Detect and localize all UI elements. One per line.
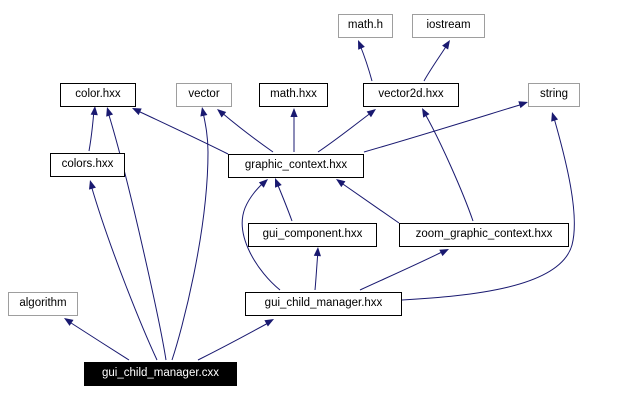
graph-node-iostream[interactable]: iostream: [412, 14, 485, 38]
graph-edge-gc-string: [363, 103, 524, 153]
graph-edge-arrowhead-icon: [439, 249, 449, 257]
graph-node-label: gui_child_manager.hxx: [264, 297, 383, 310]
graph-edge-arrowhead-icon: [64, 318, 74, 326]
graph-edge-cxx-gcm: [197, 321, 271, 361]
graph-edge-arrowhead-icon: [90, 106, 98, 116]
graph-edge-arrowhead-icon: [358, 40, 365, 50]
graph-edge-gcm-zoomgc: [359, 250, 445, 291]
graph-edge-cxx-vector: [171, 111, 209, 361]
graph-node-algorithm[interactable]: algorithm: [8, 292, 78, 316]
graph-edge-arrowhead-icon: [551, 112, 559, 122]
graph-node-label: colors.hxx: [61, 158, 114, 171]
graph-node-math_hxx[interactable]: math.hxx: [259, 83, 328, 107]
graph-node-label: math.hxx: [270, 88, 317, 101]
graph-node-vector2d_hxx[interactable]: vector2d.hxx: [363, 83, 459, 107]
graph-edge-arrowhead-icon: [89, 180, 96, 190]
graph-node-label: vector2d.hxx: [378, 88, 444, 101]
graph-edge-cxx-colors: [90, 184, 158, 361]
graph-node-label: algorithm: [19, 297, 67, 310]
graph-edge-colors-color: [88, 109, 95, 152]
graph-node-label: math.h: [347, 19, 384, 32]
graph-edge-arrowhead-icon: [275, 178, 282, 188]
graph-edge-gcm-gc: [241, 181, 281, 291]
graph-edge-arrowhead-icon: [217, 109, 227, 118]
graph-edge-arrowhead-icon: [336, 179, 346, 188]
graph-node-math_h[interactable]: math.h: [338, 14, 393, 38]
graph-edge-cxx-algorithm: [67, 320, 130, 361]
graph-edge-arrowhead-icon: [200, 107, 208, 117]
graph-edge-cxx-color: [107, 111, 167, 361]
graph-node-color_hxx[interactable]: color.hxx: [60, 83, 136, 107]
graph-node-graphic_context_hxx[interactable]: graphic_context.hxx: [228, 154, 364, 178]
graph-edge-arrowhead-icon: [422, 108, 430, 118]
graph-edge-gcm-string: [401, 117, 575, 301]
graph-node-label: color.hxx: [75, 88, 121, 101]
graph-node-gui_child_manager_hxx[interactable]: gui_child_manager.hxx: [245, 292, 402, 316]
graph-node-label: iostream: [426, 19, 471, 32]
graph-node-label: zoom_graphic_context.hxx: [415, 228, 553, 241]
graph-edge-zoomgc-vector2d: [423, 111, 474, 222]
graph-node-zoom_graphic_context_hxx[interactable]: zoom_graphic_context.hxx: [399, 223, 569, 247]
graph-edge-gcm-guicomp: [314, 250, 319, 291]
graph-node-label: vector: [188, 88, 220, 101]
graph-node-vector[interactable]: vector: [176, 83, 232, 107]
graph-node-string[interactable]: string: [528, 83, 580, 107]
graph-edge-arrowhead-icon: [290, 108, 298, 117]
graph-edge-zoomgc-gc: [339, 181, 400, 224]
graph-edge-gc-color: [135, 109, 229, 155]
graph-edge-arrowhead-icon: [258, 179, 268, 188]
graph-edge-vector2d-iostream: [423, 44, 448, 82]
graph-edge-vector2d-math_h: [359, 44, 373, 82]
graph-node-gui_component_hxx[interactable]: gui_component.hxx: [248, 223, 377, 247]
graph-node-label: graphic_context.hxx: [244, 159, 348, 172]
graph-edge-gc-vector: [220, 111, 274, 153]
graph-node-label: gui_component.hxx: [262, 228, 363, 241]
graph-node-gui_child_manager_cxx[interactable]: gui_child_manager.cxx: [84, 362, 237, 386]
graph-edge-arrowhead-icon: [313, 247, 321, 257]
graph-edge-arrowhead-icon: [518, 101, 528, 109]
graph-edge-gc-vector2d: [317, 111, 373, 153]
graph-edge-arrowhead-icon: [442, 40, 450, 50]
graph-edge-arrowhead-icon: [366, 109, 376, 118]
graph-node-label: string: [539, 88, 569, 101]
graph-node-label: gui_child_manager.cxx: [102, 367, 219, 380]
graph-node-colors_hxx[interactable]: colors.hxx: [50, 153, 125, 177]
graph-edge-arrowhead-icon: [132, 108, 142, 116]
graph-edge-arrowhead-icon: [106, 107, 114, 117]
graph-edge-guicomp-gc: [276, 182, 293, 222]
graph-edge-arrowhead-icon: [264, 319, 274, 327]
